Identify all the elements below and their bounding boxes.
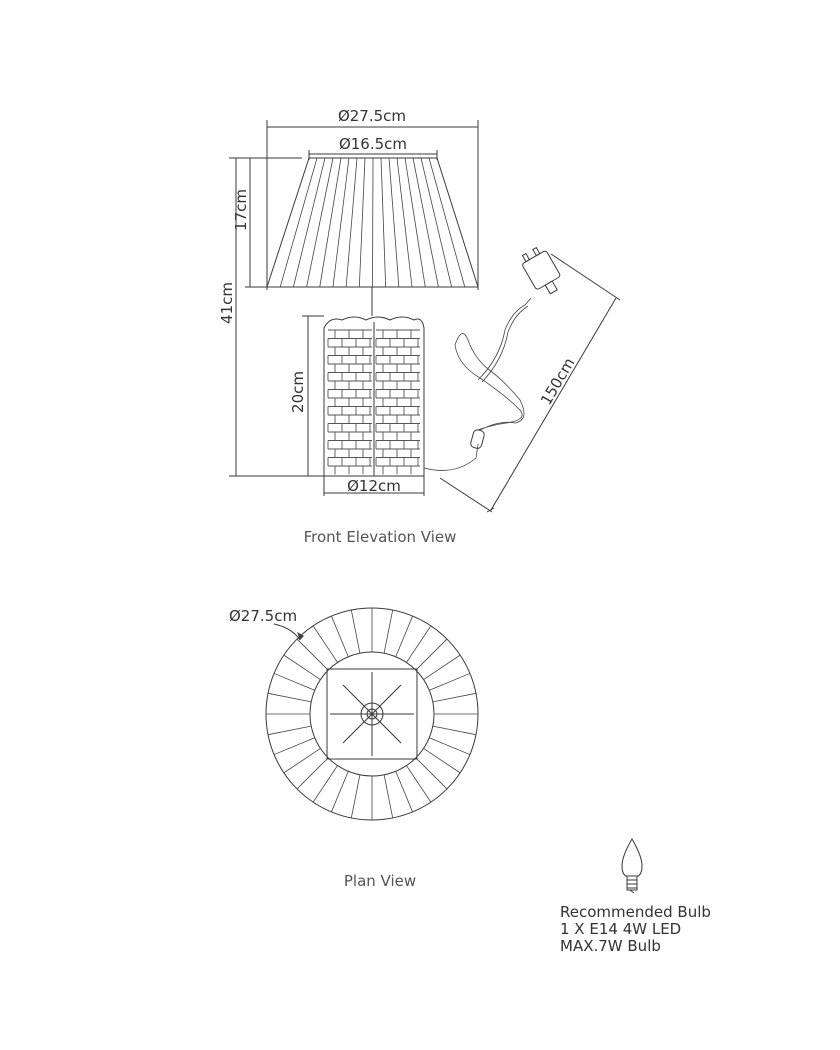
dim-shade-top-diameter: Ø16.5cm [339, 135, 407, 153]
front-elevation-view: Ø27.5cm Ø16.5cm 41cm [218, 107, 621, 546]
power-cable [423, 246, 561, 471]
fitter-ring [360, 702, 384, 726]
lamp-shade [266, 157, 479, 288]
plan-pleat-spoke [350, 774, 361, 819]
plan-pleat-spoke [312, 625, 338, 663]
plan-pleat-spoke [331, 771, 349, 813]
plan-pleat-spoke [273, 673, 315, 691]
shade-pleat-line [332, 157, 350, 288]
plan-pleat-spoke [395, 615, 413, 657]
plan-pleat-spoke [423, 654, 461, 680]
front-elevation-caption: Front Elevation View [304, 528, 457, 546]
plan-pleat-spoke [432, 725, 477, 736]
shade-pleats [279, 157, 466, 288]
plan-pleat-spoke [429, 673, 471, 691]
shade-pleat-spokes [266, 608, 478, 820]
dim-base-height: 20cm [289, 371, 307, 413]
inline-switch [470, 429, 485, 449]
plan-pleat-spoke [395, 771, 413, 813]
plan-view-caption: Plan View [344, 872, 416, 890]
lamp-base [323, 316, 425, 477]
plan-pleat-spoke [406, 625, 432, 663]
fitter-frame [326, 668, 418, 760]
base-brick-pattern [327, 329, 420, 475]
shade-pleat-line [396, 157, 413, 288]
bulb-line-1: Recommended Bulb [560, 903, 711, 921]
plan-pleat-spoke [267, 725, 312, 736]
plan-pleat-spoke [283, 748, 321, 774]
dim-base-diameter: Ø12cm [347, 477, 401, 495]
plan-pleat-spoke [383, 774, 394, 819]
shade-pleat-line [358, 157, 366, 288]
dim-cable-length: 150cm [537, 355, 578, 409]
bulb-line-2: 1 X E14 4W LED [560, 920, 681, 938]
plan-pleat-spoke [415, 757, 448, 790]
shade-width-dimension: Ø27.5cm [266, 107, 479, 290]
shade-pleat-line [420, 157, 453, 288]
shade-pleat-line [306, 157, 334, 288]
plan-pleat-spoke [415, 638, 448, 671]
shade-pleat-line [404, 157, 426, 288]
shade-pleat-line [380, 157, 387, 288]
shade-pleat-line [279, 157, 318, 288]
plan-pleat-spoke [273, 737, 315, 755]
plan-pleat-spoke [296, 638, 329, 671]
dim-shade-bottom-diameter: Ø27.5cm [338, 107, 406, 125]
dim-shade-height: 17cm [232, 189, 250, 231]
height-dimensions: 41cm 17cm 20cm [218, 157, 330, 477]
plan-pleat-spoke [350, 609, 361, 654]
plan-diameter-label: Ø27.5cm [229, 607, 297, 625]
plug-icon [521, 246, 561, 295]
bulb-line-3: MAX.7W Bulb [560, 937, 661, 955]
plan-pleat-spoke [331, 615, 349, 657]
plan-pleat-spoke [383, 609, 394, 654]
shade-pleat-line [412, 157, 439, 288]
plan-pleat-spoke [432, 692, 477, 703]
shade-pleat-line [372, 157, 374, 288]
shade-top-dimension: Ø16.5cm [308, 135, 438, 160]
base-width-dimension: Ø12cm [323, 476, 425, 496]
plan-pleat-spoke [429, 737, 471, 755]
shade-pleat-line [319, 157, 342, 288]
shade-pleat-line [292, 157, 326, 288]
plan-pleat-spoke [283, 654, 321, 680]
plan-pleat-spoke [312, 765, 338, 803]
recommended-bulb: Recommended Bulb 1 X E14 4W LED MAX.7W B… [560, 838, 711, 955]
shade-pleat-line [345, 157, 358, 288]
shade-pleat-line [388, 157, 400, 288]
dim-total-height: 41cm [218, 282, 236, 324]
plan-pleat-spoke [296, 757, 329, 790]
plan-pleat-spoke [423, 748, 461, 774]
shade-pleat-line [428, 157, 466, 288]
candle-bulb-icon [621, 838, 643, 894]
plan-pleat-spoke [406, 765, 432, 803]
cable-length-dimension: 150cm [439, 253, 621, 513]
plan-view: Ø27.5cm Plan View [229, 607, 479, 890]
plan-pleat-spoke [267, 692, 312, 703]
